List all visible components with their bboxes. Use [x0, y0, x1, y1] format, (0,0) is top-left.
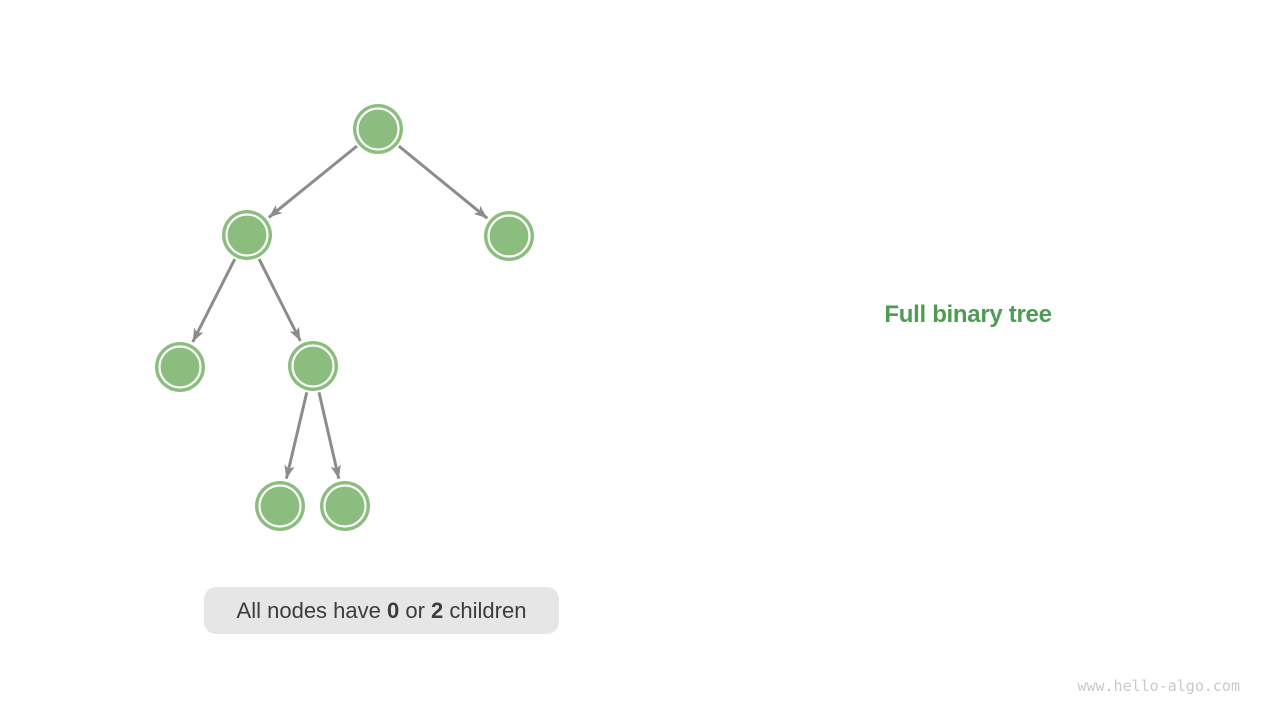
tree-node-body [320, 481, 370, 531]
tree-node-ring [225, 213, 269, 257]
figure-title: Full binary tree [884, 301, 1052, 328]
tree-node-ring [487, 214, 531, 258]
tree-node-ring [158, 345, 202, 389]
tree-edge [257, 258, 302, 342]
tree-node [155, 342, 205, 392]
tree-node-body [155, 342, 205, 392]
tree-node-ring [323, 484, 367, 528]
tree-node-body [255, 481, 305, 531]
tree-node-ring [258, 484, 302, 528]
caption-segment: 2 [431, 597, 444, 623]
tree-node [255, 481, 305, 531]
caption-segment: or [399, 597, 432, 623]
tree-nodes [155, 104, 534, 531]
tree-node [320, 481, 370, 531]
tree-edge [284, 391, 309, 480]
tree-node-body [353, 104, 403, 154]
tree-edge [317, 391, 341, 480]
tree-edge [397, 144, 489, 220]
tree-node [222, 210, 272, 260]
caption-segment: All nodes have [236, 597, 387, 623]
tree-node-body [288, 341, 338, 391]
tree-node-body [484, 211, 534, 261]
tree-node-ring [291, 344, 335, 388]
tree-node [288, 341, 338, 391]
tree-edge [191, 258, 237, 343]
tree-node [353, 104, 403, 154]
caption-pill: All nodes have 0 or 2 children [204, 587, 559, 634]
tree-node-body [222, 210, 272, 260]
watermark-text: www.hello-algo.com [1077, 677, 1240, 695]
caption-segment: 0 [386, 597, 400, 623]
tree-node [484, 211, 534, 261]
tree-edges [191, 144, 489, 480]
tree-node-ring [356, 107, 400, 151]
tree-edge [267, 144, 358, 219]
caption-segment: children [443, 597, 527, 623]
